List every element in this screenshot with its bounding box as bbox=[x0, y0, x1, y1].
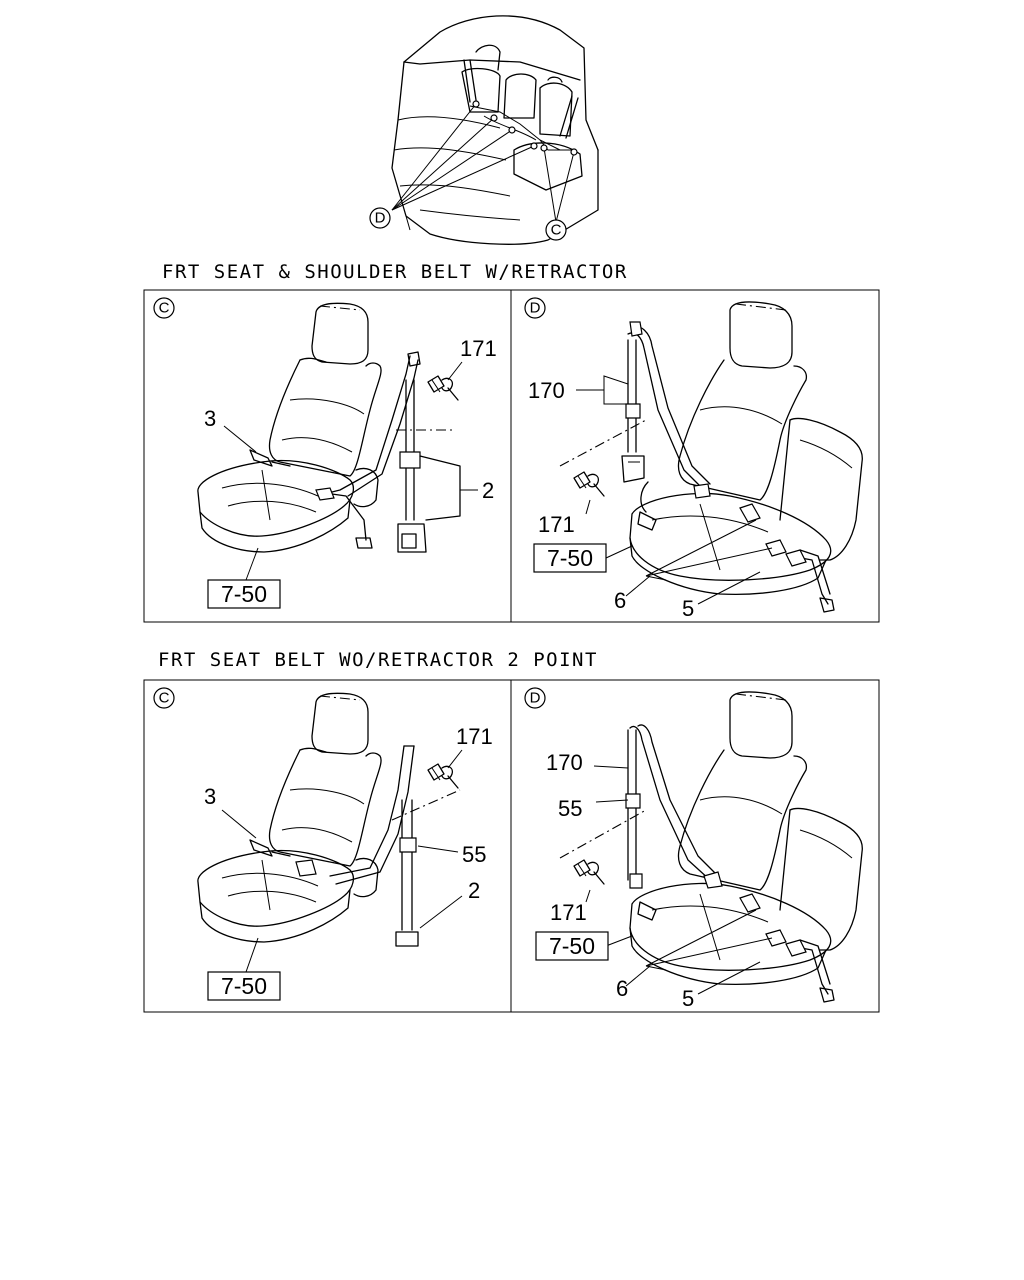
view-label-circle bbox=[153, 687, 175, 709]
part-number-2: 2 bbox=[468, 878, 480, 903]
section-2-left-panel: C 171 3 55 2 7-50 bbox=[153, 687, 493, 1001]
callout-d: D bbox=[369, 207, 391, 229]
ref-box-label: 7-50 bbox=[221, 973, 267, 999]
part-number-6: 6 bbox=[614, 588, 626, 613]
part-number-3: 3 bbox=[204, 406, 216, 431]
part-number-170: 170 bbox=[528, 378, 565, 403]
ref-box-label: 7-50 bbox=[547, 545, 593, 571]
section-2-heading: FRT SEAT BELT WO/RETRACTOR 2 POINT bbox=[158, 649, 598, 671]
part-number-55: 55 bbox=[462, 842, 486, 867]
callout-c: C bbox=[545, 219, 567, 241]
part-number-171: 171 bbox=[550, 900, 587, 925]
ref-box-label: 7-50 bbox=[221, 581, 267, 607]
section-2-right-panel: D 170 55 171 6 5 7-50 bbox=[524, 687, 863, 1011]
part-number-2: 2 bbox=[482, 478, 494, 503]
section-1-heading: FRT SEAT & SHOULDER BELT W/RETRACTOR bbox=[162, 261, 628, 283]
section-1-right-panel: D 170 171 6 5 7-50 bbox=[524, 297, 863, 621]
view-label-circle bbox=[524, 297, 546, 319]
part-number-171: 171 bbox=[538, 512, 575, 537]
part-number-55: 55 bbox=[558, 796, 582, 821]
ref-box bbox=[533, 543, 607, 573]
part-number-6: 6 bbox=[616, 976, 628, 1001]
section-1-left-panel: C 171 3 2 7-50 bbox=[153, 297, 497, 609]
view-label: D bbox=[530, 300, 541, 317]
ref-box bbox=[207, 579, 281, 609]
svg-text:C: C bbox=[551, 222, 562, 239]
part-number-3: 3 bbox=[204, 784, 216, 809]
svg-text:D: D bbox=[375, 210, 386, 227]
view-label-circle bbox=[524, 687, 546, 709]
view-label: C bbox=[159, 690, 170, 707]
view-label-circle bbox=[153, 297, 175, 319]
part-number-171: 171 bbox=[460, 336, 497, 361]
ref-box-label: 7-50 bbox=[549, 933, 595, 959]
view-label: D bbox=[530, 690, 541, 707]
part-number-5: 5 bbox=[682, 986, 694, 1011]
part-number-5: 5 bbox=[682, 596, 694, 621]
part-number-171: 171 bbox=[456, 724, 493, 749]
part-number-170: 170 bbox=[546, 750, 583, 775]
ref-box bbox=[535, 931, 609, 961]
cab-overview-illustration bbox=[391, 15, 599, 245]
view-label: C bbox=[159, 300, 170, 317]
ref-box bbox=[207, 971, 281, 1001]
